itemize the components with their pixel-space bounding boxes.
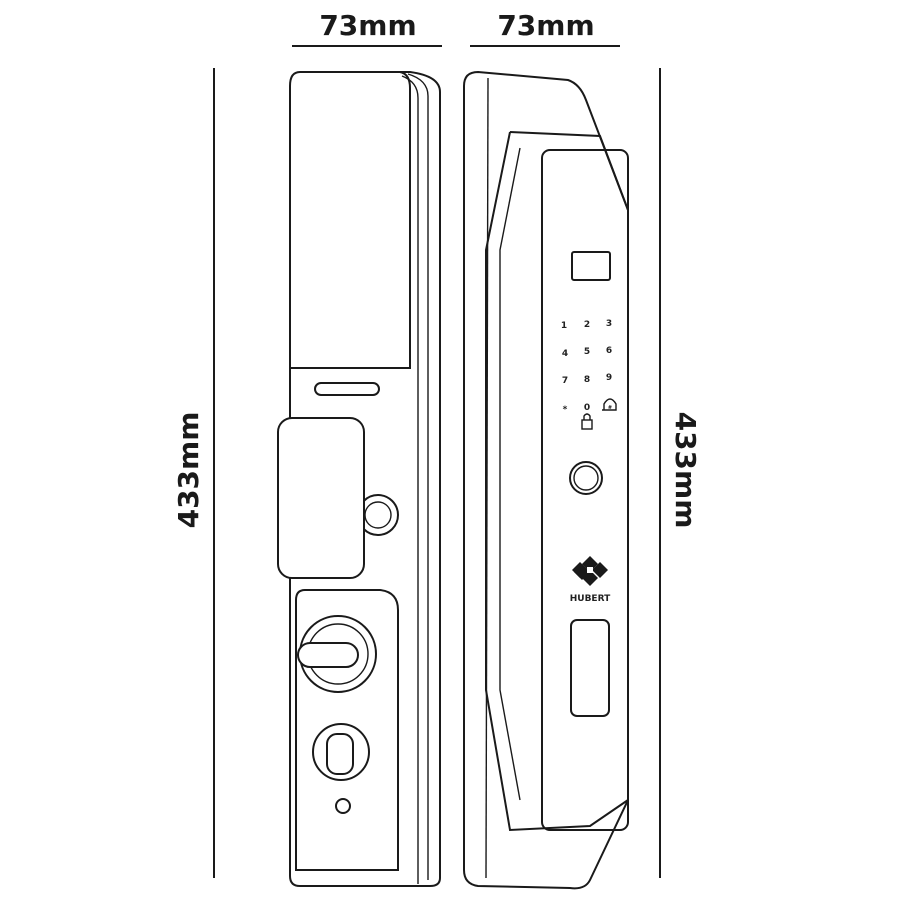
lock-side-view xyxy=(463,70,629,890)
left-height-label: 433mm xyxy=(172,412,205,529)
key-8[interactable]: 8 xyxy=(584,375,590,385)
key-1[interactable]: 1 xyxy=(561,321,567,331)
key-5[interactable]: 5 xyxy=(584,347,590,357)
side-width-label: 73mm xyxy=(497,9,594,42)
key-0[interactable]: 0 xyxy=(584,403,590,413)
card-reader-window xyxy=(571,251,611,281)
key-6[interactable]: 6 xyxy=(606,346,612,356)
hubert-logo xyxy=(572,556,608,588)
bell-icon xyxy=(602,398,617,411)
brand-name: HUBERT xyxy=(570,594,611,604)
right-height-label: 433mm xyxy=(669,412,702,529)
key-2[interactable]: 2 xyxy=(584,320,590,330)
fingerprint-sensor xyxy=(569,461,603,495)
key-7[interactable]: 7 xyxy=(562,376,568,386)
key-3[interactable]: 3 xyxy=(606,319,612,329)
lock-front-view xyxy=(277,71,441,887)
lock-icon xyxy=(581,419,593,430)
key-star[interactable]: * xyxy=(563,405,568,415)
key-4[interactable]: 4 xyxy=(562,349,568,359)
keypad: 1 2 3 4 5 6 7 8 9 * 0 # xyxy=(561,319,612,415)
key-hash[interactable]: # xyxy=(608,405,612,411)
key-9[interactable]: 9 xyxy=(606,373,612,383)
front-width-label: 73mm xyxy=(319,9,416,42)
handle-slot xyxy=(570,619,610,717)
